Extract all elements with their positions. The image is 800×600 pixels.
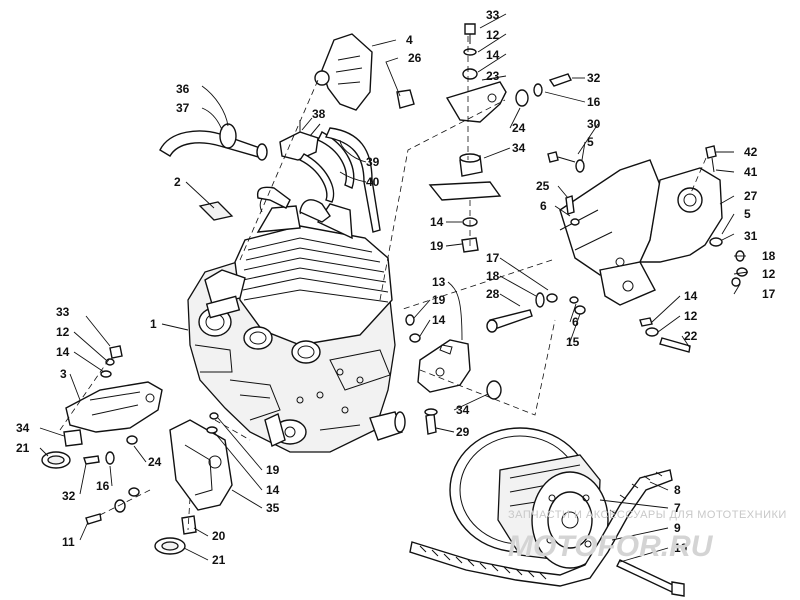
callout-36: 36 [176,82,190,96]
watermark-logo: MOTOFOR.RU [508,530,714,563]
callout-29: 29 [456,425,470,439]
callout-14-mid: 14 [430,215,444,229]
callout-14-left: 14 [432,313,446,327]
assembly-guide-lines [59,36,707,531]
callout-25: 25 [536,179,550,193]
bracket-part-4 [314,33,415,111]
callout-4: 4 [406,33,413,47]
callout-5-right: 5 [744,207,751,221]
callout-16-top: 16 [587,95,601,109]
callout-40: 40 [366,175,380,189]
callout-6-top: 6 [540,199,547,213]
carburetor-tubes [256,186,331,223]
callout-32-left: 32 [62,489,76,503]
bolts-right-upper [547,145,748,287]
callout-31: 31 [744,229,758,243]
callout-39: 39 [366,155,380,169]
bracket-part-35 [154,412,233,555]
callout-14-left-2: 14 [56,345,70,359]
callout-17-right: 17 [762,287,776,301]
callout-11: 11 [62,535,75,549]
callout-28: 28 [486,287,500,301]
upper-mount-stack [428,23,572,253]
callout-23: 23 [486,69,500,83]
callout-26: 26 [408,51,422,65]
callout-5-top: 5 [587,135,594,149]
callout-33-top: 33 [486,8,500,22]
callout-3: 3 [60,367,67,381]
callout-6-mid: 6 [572,315,579,329]
drive-belt [409,469,673,587]
callout-labels: 33 12 14 23 32 16 24 4 26 36 37 38 39 40… [16,8,776,567]
bolt-part-10 [616,559,685,597]
callout-10: 10 [674,541,688,555]
callout-18-right: 18 [762,249,776,263]
callout-42: 42 [744,145,758,159]
callout-1: 1 [150,317,157,331]
callout-22: 22 [684,329,698,343]
callout-33-left: 33 [56,305,70,319]
callout-21-bottom: 21 [212,553,226,567]
callout-8: 8 [674,483,681,497]
callout-37: 37 [176,101,190,115]
callout-34-left: 34 [16,421,30,435]
callout-19-mid: 19 [430,239,444,253]
callout-35: 35 [266,501,280,515]
callout-34-top: 34 [512,141,526,155]
callout-12-right: 12 [762,267,776,281]
bracket-part-27 [559,159,723,306]
callout-19-left: 19 [432,293,446,307]
callout-12-left: 12 [56,325,70,339]
callout-2: 2 [174,175,181,189]
watermark-tagline: ЗАПЧАСТИ И АКСЕССУАРЫ ДЛЯ МОТОТЕХНИКИ [508,509,787,521]
bracket-part-13 [405,314,502,435]
callout-13: 13 [432,275,446,289]
callout-17-mid: 17 [486,251,500,265]
callout-12-top: 12 [486,28,500,42]
callout-38: 38 [312,107,326,121]
callout-9: 9 [674,521,681,535]
callout-20: 20 [212,529,226,543]
callout-41: 41 [744,165,758,179]
callout-27: 27 [744,189,758,203]
callout-34-bottom: 34 [456,403,470,417]
callout-30: 30 [587,117,601,131]
callout-32-top: 32 [587,71,601,85]
bolts-right-middle [486,292,691,353]
callout-18-mid: 18 [486,269,500,283]
hose-assembly [159,120,381,233]
callout-7: 7 [674,501,681,515]
bracket-part-3 [41,345,163,525]
part-2 [198,201,234,221]
callout-19-bottom: 19 [266,463,280,477]
callout-14-top: 14 [486,48,500,62]
callout-12-lower-right: 12 [684,309,698,323]
callout-24-top: 24 [512,121,526,135]
callout-14-bottom: 14 [266,483,280,497]
drive-clutch-assembly [449,427,609,569]
leader-lines [39,13,749,563]
callout-24-left: 24 [148,455,162,469]
watermark: ЗАПЧАСТИ И АКСЕССУАРЫ ДЛЯ МОТОТЕХНИКИ MO… [508,509,787,563]
callout-21-left: 21 [16,441,30,455]
callout-16-left: 16 [96,479,110,493]
callout-15: 15 [566,335,580,349]
callout-14-lower-right: 14 [684,289,698,303]
